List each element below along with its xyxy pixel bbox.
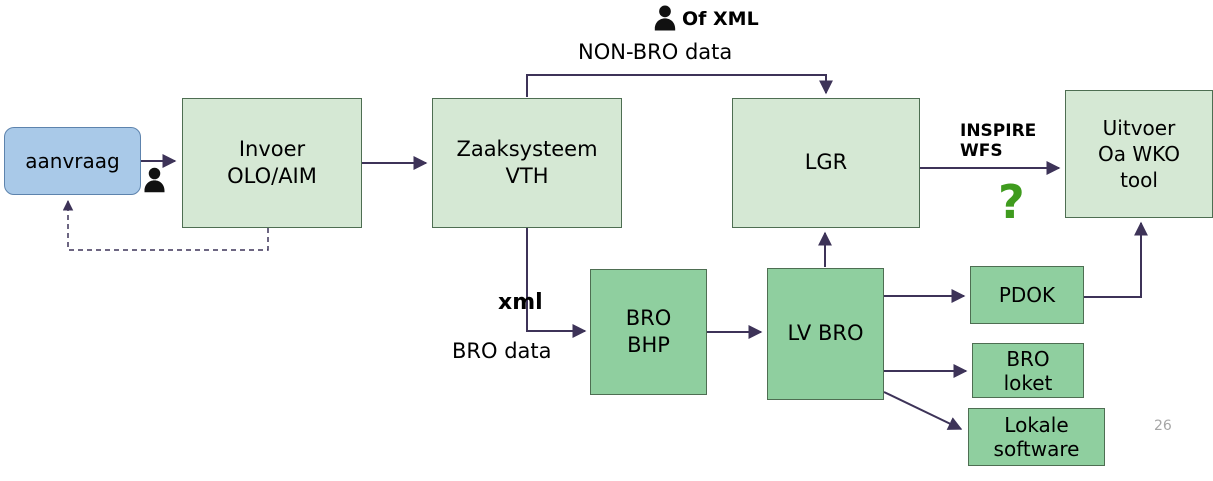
node-invoer-olo-aim-label: Invoer OLO/AIM <box>227 136 317 188</box>
node-zaaksysteem-vth-label: Zaaksysteem VTH <box>456 136 598 188</box>
of-xml-label: Of XML <box>682 8 759 30</box>
page-number: 26 <box>1154 418 1172 434</box>
node-uitvoer-wko-tool: Uitvoer Oa WKO tool <box>1065 90 1213 218</box>
node-aanvraag: aanvraag <box>4 127 141 195</box>
bro-data-label: BRO data <box>452 339 552 363</box>
arrow-pdok-to-uitvoer <box>1084 221 1148 298</box>
node-lv-bro: LV BRO <box>767 268 884 400</box>
inspire-wfs-label: INSPIRE WFS <box>960 121 1037 162</box>
node-invoer-olo-aim: Invoer OLO/AIM <box>182 98 362 228</box>
node-lgr: LGR <box>732 98 920 228</box>
node-aanvraag-label: aanvraag <box>25 149 120 173</box>
node-lgr-label: LGR <box>804 150 848 175</box>
node-bro-loket: BRO loket <box>972 343 1084 398</box>
xml-label: xml <box>498 290 543 315</box>
question-mark: ? <box>998 175 1025 229</box>
node-lokale-software-label: Lokale software <box>993 413 1080 461</box>
arrow-lvbro-to-lokale-software <box>883 391 963 430</box>
node-bro-loket-label: BRO loket <box>1003 346 1053 395</box>
node-bro-bhp-label: BRO BHP <box>625 305 672 357</box>
node-pdok: PDOK <box>970 266 1084 324</box>
node-uitvoer-wko-tool-label: Uitvoer Oa WKO tool <box>1098 116 1180 192</box>
non-bro-data-label: NON-BRO data <box>578 40 733 64</box>
node-bro-bhp: BRO BHP <box>590 269 707 395</box>
arrow-feedback-invoer-to-aanvraag <box>62 199 269 251</box>
node-lokale-software: Lokale software <box>968 408 1105 466</box>
node-lv-bro-label: LV BRO <box>787 321 864 346</box>
arrow-zaaksysteem-to-lgr-nonbro <box>526 74 833 97</box>
node-zaaksysteem-vth: Zaaksysteem VTH <box>432 98 622 228</box>
node-pdok-label: PDOK <box>998 283 1056 307</box>
user-icon <box>652 5 678 33</box>
arrow-zaaksysteem-to-brobhp-xml <box>526 228 587 338</box>
user-icon <box>142 166 167 196</box>
